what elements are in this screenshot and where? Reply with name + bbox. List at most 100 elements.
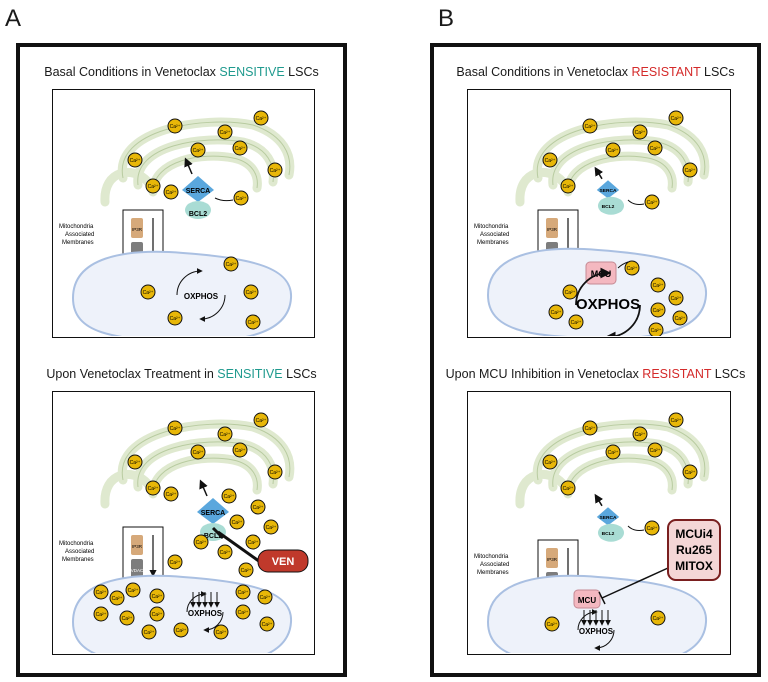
- endoplasmic-reticulum: [515, 117, 710, 207]
- calcium-ion: Ca²⁺: [232, 442, 248, 458]
- er-outline: [121, 423, 291, 481]
- er-outline: [152, 155, 258, 193]
- calcium-ion-label: Ca²⁺: [143, 290, 154, 296]
- calcium-ion: Ca²⁺: [190, 444, 206, 460]
- ip3r-channel: [546, 548, 558, 568]
- calcium-ion-circle: [560, 178, 576, 194]
- calcium-ion-circle: [647, 442, 663, 458]
- calcium-ion-circle: [229, 514, 245, 530]
- calcium-ion: Ca²⁺: [229, 514, 245, 530]
- calcium-ion-label: Ca²⁺: [193, 450, 204, 456]
- er-outline: [137, 139, 274, 186]
- calcium-ion-label: Ca²⁺: [170, 560, 181, 566]
- calcium-ion-label: Ca²⁺: [166, 492, 177, 498]
- calcium-ion-label: Ca²⁺: [236, 196, 247, 202]
- mam-label-line-1: Mitochondria: [474, 224, 509, 230]
- inhibition-bar: [211, 526, 225, 540]
- calcium-ion: Ca²⁺: [605, 142, 621, 158]
- calcium-ion-label: Ca²⁺: [571, 320, 582, 326]
- serca-label: SERCA: [186, 188, 211, 195]
- oxphos-cycle-reduced: OXPHOS: [186, 591, 224, 633]
- calcium-ion: Ca²⁺: [213, 624, 229, 640]
- calcium-ion-circle: [682, 464, 698, 480]
- calcium-ion: Ca²⁺: [127, 152, 143, 168]
- calcium-ion-label: Ca²⁺: [130, 158, 141, 164]
- calcium-ion-circle: [253, 412, 269, 428]
- calcium-ion: Ca²⁺: [650, 277, 666, 293]
- mam-label-line-3: Membranes: [62, 240, 94, 246]
- calcium-ion-circle: [250, 499, 266, 515]
- ven-drug-pill: [257, 549, 309, 573]
- calcium-ion-label: Ca²⁺: [96, 590, 107, 596]
- calcium-ion-label: Ca²⁺: [235, 146, 246, 152]
- bcl2-label: BCL2: [189, 211, 207, 218]
- calcium-ion: Ca²⁺: [235, 584, 251, 600]
- serca-pump: [596, 507, 620, 526]
- calcium-ion-circle: [650, 277, 666, 293]
- calcium-ion-circle: [223, 256, 239, 272]
- calcium-ion-label: Ca²⁺: [220, 550, 231, 556]
- ip3r-channel: [131, 218, 143, 238]
- oxphos-label: OXPHOS: [184, 292, 219, 301]
- calcium-ion-circle: [644, 194, 660, 210]
- calcium-ion: Ca²⁺: [253, 412, 269, 428]
- calcium-ion: Ca²⁺: [257, 589, 273, 605]
- calcium-ion-label: Ca²⁺: [122, 616, 133, 622]
- calcium-ion-label: Ca²⁺: [650, 146, 661, 152]
- calcium-ion-circle: [672, 310, 688, 326]
- calcium-ion-label: Ca²⁺: [144, 630, 155, 636]
- inhibitor-label-2: Ru265: [676, 543, 712, 557]
- calcium-ion-circle: [167, 310, 183, 326]
- calcium-ion-circle: [149, 606, 165, 622]
- calcium-ion: Ca²⁺: [149, 588, 165, 604]
- calcium-ion-circle: [267, 464, 283, 480]
- calcium-ion: Ca²⁺: [582, 420, 598, 436]
- calcium-ion-label: Ca²⁺: [675, 316, 686, 322]
- calcium-ion-label: Ca²⁺: [170, 426, 181, 432]
- calcium-ion-label: Ca²⁺: [235, 448, 246, 454]
- calcium-ion-label: Ca²⁺: [547, 622, 558, 628]
- calcium-ion: Ca²⁺: [253, 110, 269, 126]
- calcium-ion: Ca²⁺: [149, 606, 165, 622]
- panel-b-top-illustration: Ca²⁺Ca²⁺Ca²⁺Ca²⁺Ca²⁺Ca²⁺Ca²⁺Ca²⁺SERCABCL…: [474, 110, 710, 343]
- calcium-ion-circle: [232, 442, 248, 458]
- calcium-ion-circle: [119, 610, 135, 626]
- calcium-ion-label: Ca²⁺: [685, 168, 696, 174]
- calcium-ion-circle: [243, 284, 259, 300]
- calcium-ion-label: Ca²⁺: [170, 316, 181, 322]
- calcium-ion: Ca²⁺: [668, 412, 684, 428]
- calcium-ion-label: Ca²⁺: [246, 290, 257, 296]
- serca-pump: [197, 498, 229, 524]
- ip3r-label: IP3R: [132, 227, 143, 232]
- calcium-ion-label: Ca²⁺: [220, 130, 231, 136]
- oxphos-arc: [575, 267, 612, 306]
- calcium-ion: Ca²⁺: [140, 284, 156, 300]
- calcium-ion-circle: [149, 588, 165, 604]
- calcium-ion-circle: [217, 544, 233, 560]
- calcium-ion-label: Ca²⁺: [241, 568, 252, 574]
- er-small-cisterna: [515, 469, 568, 509]
- calcium-ion-label: Ca²⁺: [256, 418, 267, 424]
- calcium-ion: Ca²⁺: [221, 488, 237, 504]
- calcium-ion-label: Ca²⁺: [170, 124, 181, 130]
- ip3r-channel: [131, 535, 143, 555]
- calcium-ion-label: Ca²⁺: [671, 116, 682, 122]
- ip3r-channel: [546, 218, 558, 238]
- calcium-ion-label: Ca²⁺: [653, 283, 664, 289]
- calcium-ion: Ca²⁺: [542, 454, 558, 470]
- calcium-ion-label: Ca²⁺: [635, 130, 646, 136]
- ion-route: [214, 197, 234, 202]
- calcium-ion: Ca²⁺: [193, 534, 209, 550]
- calcium-ion-label: Ca²⁺: [551, 310, 562, 316]
- calcium-ion-label: Ca²⁺: [651, 328, 662, 334]
- calcium-ion-circle: [213, 624, 229, 640]
- calcium-ion: Ca²⁺: [145, 178, 161, 194]
- calcium-ion-circle: [140, 284, 156, 300]
- calcium-ion-circle: [259, 616, 275, 632]
- calcium-ion-label: Ca²⁺: [266, 525, 277, 531]
- calcium-ion-circle: [190, 142, 206, 158]
- calcium-ion-circle: [167, 420, 183, 436]
